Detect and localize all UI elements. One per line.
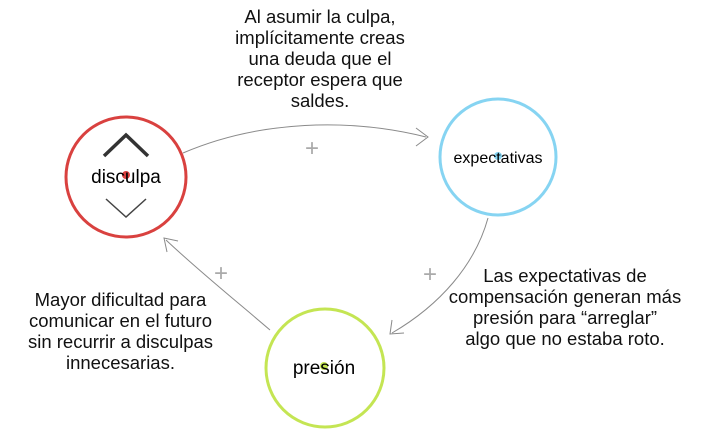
node-label: expectativas bbox=[454, 150, 543, 167]
node-expectativas[interactable]: expectativas bbox=[438, 97, 558, 217]
arrowhead-presion bbox=[389, 319, 405, 335]
link-sign-plus: + bbox=[214, 260, 228, 287]
annotation-line: Al asumir la culpa, bbox=[244, 6, 396, 27]
link-expectativas-to-presion bbox=[391, 217, 489, 334]
chevron-down-icon[interactable] bbox=[105, 198, 147, 219]
annotation-line: Mayor dificultad para bbox=[34, 289, 207, 310]
annotation-line: Las expectativas de bbox=[483, 265, 647, 286]
node-disculpa[interactable]: disculpa bbox=[64, 115, 188, 239]
link-sign-plus: + bbox=[423, 261, 437, 288]
arrowhead-expectativas bbox=[415, 127, 429, 147]
annotation-line: algo que no estaba roto. bbox=[465, 328, 665, 349]
node-label: presión bbox=[293, 358, 355, 379]
annotation-line: innecesarias. bbox=[65, 352, 175, 373]
annotation-line: comunicar en el futuro bbox=[28, 310, 213, 331]
arrowhead-disculpa bbox=[163, 237, 179, 253]
node-center-dot bbox=[122, 171, 130, 179]
link-disculpa-to-expectativas bbox=[182, 124, 427, 154]
annotation-top: Al asumir la culpa, implícitamente creas… bbox=[190, 6, 450, 111]
annotation-line: compensación generan más bbox=[448, 286, 682, 307]
link-presion-to-disculpa bbox=[165, 239, 271, 331]
node-presion[interactable]: presión bbox=[264, 307, 386, 429]
node-label: disculpa bbox=[91, 167, 161, 188]
annotation-line: implícitamente creas bbox=[235, 27, 405, 48]
node-center-dot bbox=[494, 152, 502, 160]
annotation-left: Mayor dificultad para comunicar en el fu… bbox=[8, 289, 233, 373]
annotation-line: una deuda que el bbox=[248, 48, 392, 69]
annotation-line: saldes. bbox=[290, 90, 350, 111]
link-sign-plus: + bbox=[305, 135, 319, 162]
chevron-up-icon[interactable] bbox=[102, 132, 150, 158]
node-center-dot bbox=[320, 362, 328, 370]
annotation-line: receptor espera que bbox=[237, 69, 403, 90]
annotation-right: Las expectativas de compensación generan… bbox=[430, 265, 700, 349]
annotation-line: presión para “arreglar” bbox=[472, 307, 658, 328]
annotation-line: sin recurrir a disculpas bbox=[27, 331, 214, 352]
